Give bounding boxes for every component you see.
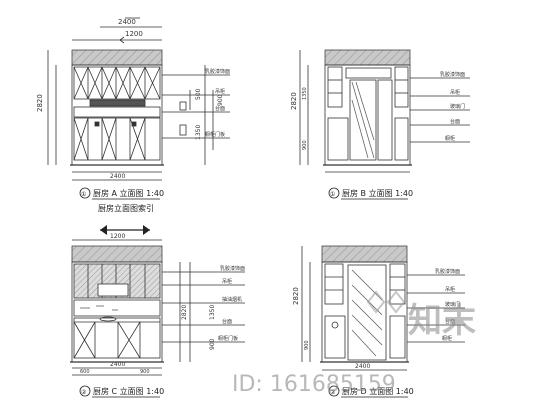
caption-number: ② — [81, 389, 87, 396]
caption-title: 厨房 D 立面图 1:40 — [342, 386, 414, 396]
dim-text: 900 — [209, 338, 216, 350]
notes-bottom-left: 乳胶漆饰面 吊柜 抽油烟机 台面 橱柜门板 — [218, 265, 245, 342]
note-label: 台面 — [215, 105, 225, 112]
dim-text: 2820 — [290, 92, 298, 110]
dim-text: 2820 — [292, 287, 300, 305]
dim-text: 1200 — [125, 30, 143, 38]
base-cabinets — [73, 117, 161, 161]
elevation-bottom-right — [301, 245, 465, 371]
ceiling-hatch — [71, 49, 163, 66]
watermark-logo-icon — [366, 290, 406, 314]
note-label: 橱柜 — [442, 335, 452, 342]
dim-text: 2400 — [110, 173, 125, 180]
backsplash — [73, 299, 161, 317]
caption-number: ① — [81, 191, 86, 198]
ceiling-hatch — [321, 245, 408, 263]
elevation-bottom-left — [70, 239, 245, 376]
dim-text: 2400 — [118, 18, 136, 26]
range-hood-band — [89, 99, 146, 107]
note-label: 橱柜门板 — [205, 131, 225, 138]
watermark: 知末 ID: 161685159 — [232, 290, 476, 397]
index-arrow: 厨房立面图索引 — [98, 203, 154, 235]
dims-top-left-right: 500 1350 900 — [195, 88, 224, 140]
notes-bottom-right: 乳胶漆饰面 吊柜 玻璃门 台面 橱柜 — [435, 268, 460, 342]
note-label: 乳胶漆饰面 — [205, 68, 230, 75]
note-label: 台面 — [222, 318, 232, 325]
caption-number: ② — [330, 389, 336, 396]
ceiling-hatch — [324, 49, 411, 66]
ceiling-hatch — [71, 245, 163, 263]
note-label: 台面 — [445, 318, 455, 325]
dim-text: 900 — [140, 369, 150, 375]
dim-text: 2820 — [36, 94, 44, 112]
note-label: 吊柜 — [222, 278, 232, 285]
caption-number: ① — [330, 191, 335, 198]
dim-text: 2400 — [355, 363, 370, 370]
notes-top-left: 乳胶漆饰面 吊柜 台面 橱柜门板 — [205, 68, 230, 138]
note-label: 乳胶漆饰面 — [435, 268, 460, 275]
dim-text: 600 — [80, 369, 90, 375]
backsplash — [73, 106, 161, 118]
dim-text: 900 — [304, 340, 310, 350]
dims-top-left-top: 2400 1200 — [118, 18, 143, 38]
dim-text: 1350 — [302, 87, 308, 100]
note-label: 抽油烟机 — [222, 296, 242, 303]
caption-title: 厨房 C 立面图 1:40 — [93, 386, 164, 396]
note-label: 橱柜门板 — [218, 335, 238, 342]
caption-title: 厨房 B 立面图 1:40 — [342, 188, 413, 198]
dim-text: 1350 — [209, 305, 216, 320]
elevation-top-right — [299, 49, 470, 173]
note-label: 玻璃门 — [450, 103, 465, 110]
watermark-id: ID: 161685159 — [232, 372, 396, 397]
dims-bottom-right-left: 2820 900 — [292, 287, 310, 350]
dim-text: 500 — [195, 88, 202, 100]
caption-bottom-right: ② 厨房 D 立面图 1:40 — [328, 385, 414, 398]
upper-cabinets — [73, 66, 161, 100]
dims-bottom-left-bottom: 2400 600 900 — [80, 361, 150, 375]
range-hood — [97, 283, 129, 297]
note-label: 玻璃门 — [445, 301, 460, 308]
caption-top-left: ① 厨房 A 立面图 1:40 — [79, 187, 164, 200]
notes-top-right: 乳胶漆饰面 吊柜 玻璃门 台面 橱柜 — [440, 71, 465, 142]
dim-text: 900 — [217, 94, 224, 106]
caption-title: 厨房 A 立面图 1:40 — [93, 188, 164, 198]
note-label: 橱柜 — [445, 135, 455, 142]
arrow-label: 厨房立面图索引 — [98, 203, 154, 213]
note-label: 吊柜 — [450, 89, 460, 96]
note-label: 台面 — [450, 118, 460, 125]
dims-top-right-left: 2820 1350 900 — [290, 87, 308, 150]
watermark-logo-text: 知末 — [408, 301, 476, 341]
dims-bottom-left-right: 2820 1350 900 — [181, 305, 216, 350]
note-label: 乳胶漆饰面 — [440, 71, 465, 78]
dim-text: 900 — [302, 140, 308, 150]
glass-door — [349, 79, 377, 161]
caption-bottom-left: ② 厨房 C 立面图 1:40 — [79, 385, 164, 398]
note-label: 吊柜 — [445, 286, 455, 293]
base-cabinets — [73, 317, 161, 359]
dim-text: 2400 — [110, 361, 125, 368]
wall-outline — [71, 64, 163, 166]
caption-top-right: ① 厨房 B 立面图 1:40 — [328, 187, 413, 200]
dim-text: 2820 — [181, 305, 188, 320]
note-label: 吊柜 — [215, 88, 225, 95]
dim-text: 1350 — [195, 125, 202, 140]
dim-text: 1200 — [110, 233, 125, 240]
elevation-top-left — [47, 17, 230, 181]
glass-door — [347, 264, 387, 361]
note-label: 乳胶漆饰面 — [220, 265, 245, 272]
